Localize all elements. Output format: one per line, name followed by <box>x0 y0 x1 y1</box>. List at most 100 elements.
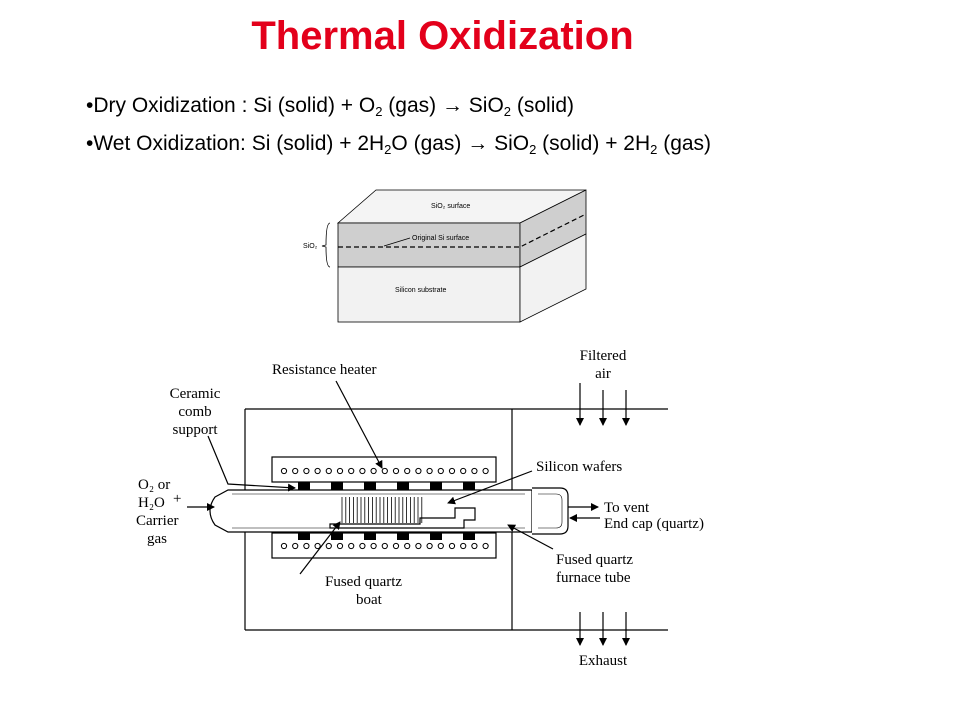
heater-coil <box>314 542 321 550</box>
heater-coil <box>404 542 411 550</box>
fused-quartz-boat <box>329 507 476 529</box>
heater-coil <box>336 542 344 550</box>
heater-coil <box>381 542 388 550</box>
heater-coil <box>336 467 344 475</box>
ceramic-comb-label-3: support <box>173 422 219 438</box>
ceramic-leader <box>207 435 296 492</box>
quartz-boat-label: Fused quartz <box>325 574 402 590</box>
heater-coil <box>437 467 444 475</box>
equation-part: (gas) <box>657 132 712 155</box>
sio2-layer-front <box>337 222 521 268</box>
support-block <box>364 482 376 490</box>
end-cap-label: End cap (quartz) <box>604 516 704 532</box>
support-block <box>397 532 409 540</box>
wafers-leader <box>447 470 533 505</box>
heater-coil <box>280 542 288 550</box>
carrier-gas-label-3: Carrier <box>136 513 178 529</box>
sio2-surface-label: SiO₂ surface <box>431 203 470 210</box>
subscript: 2 <box>529 142 537 157</box>
heater-coil <box>482 542 489 550</box>
support-block <box>331 532 343 540</box>
bullet: • <box>86 132 94 155</box>
equation-part: (gas) <box>382 94 442 117</box>
heater-coil <box>404 467 411 475</box>
carrier-gas-label-2: H₂O <box>138 495 165 511</box>
end-cap-inner <box>538 493 563 529</box>
subscript: 2 <box>384 142 392 157</box>
equation-label: Dry Oxidization : <box>93 94 254 117</box>
equation-part: Si (solid) + O <box>253 94 376 117</box>
heater-coil <box>292 467 299 475</box>
support-block <box>430 482 442 490</box>
support-block <box>397 482 409 490</box>
arrow-icon: → <box>467 132 489 155</box>
heater-coil <box>359 467 366 475</box>
equation-part: Si (solid) + 2H <box>251 132 385 155</box>
boat-leader <box>299 521 341 575</box>
heater-coil-group <box>280 467 489 550</box>
substrate-front <box>337 266 521 323</box>
heater-coil <box>392 542 400 550</box>
silicon-wafer-group <box>341 497 423 523</box>
heater-coil <box>460 542 467 550</box>
heater-coil <box>437 542 444 550</box>
heater-coil <box>303 542 310 550</box>
heater-coil <box>460 467 467 475</box>
heater-coil <box>370 542 377 550</box>
carrier-gas-label: O₂ or <box>138 477 170 493</box>
equation-part: SiO <box>462 94 504 117</box>
heater-coil <box>415 467 422 475</box>
filtered-air-label-2: air <box>595 366 611 382</box>
carrier-gas-plus: + <box>173 491 181 507</box>
support-block <box>331 482 343 490</box>
heater-coil <box>325 542 332 550</box>
heater-coil <box>415 542 422 550</box>
equation-part: O (gas) <box>391 132 468 155</box>
oxidation-block-diagram <box>321 189 587 323</box>
heater-coil <box>280 467 288 475</box>
carrier-gas-label-4: gas <box>147 531 167 547</box>
sio2-brace <box>321 222 331 268</box>
original-si-surface-label: Original Si surface <box>412 235 469 242</box>
ceramic-comb-label: Ceramic <box>170 386 221 402</box>
heater-coil <box>482 467 489 475</box>
original-si-surface-line <box>338 213 587 248</box>
substrate-side <box>519 233 587 323</box>
heater-coil <box>348 467 355 475</box>
quartz-end-cap <box>532 487 569 535</box>
support-block <box>463 482 475 490</box>
resistance-heater-label: Resistance heater <box>272 362 377 378</box>
furnace-tube-label: Fused quartz <box>556 552 633 568</box>
support-block <box>298 482 310 490</box>
heater-coil <box>426 467 433 475</box>
arrow-icon: → <box>441 94 463 117</box>
heater-coil <box>370 467 377 475</box>
furnace-tube-label-2: furnace tube <box>556 570 631 586</box>
heater-coil <box>471 467 478 475</box>
heater-coil <box>348 542 355 550</box>
filtered-air-label: Filtered <box>580 348 627 364</box>
support-block <box>364 532 376 540</box>
furnace-diagram <box>187 380 668 646</box>
heater-coil <box>314 467 321 475</box>
original-surface-leader <box>383 237 411 247</box>
heater-coil <box>448 467 456 475</box>
subscript: 2 <box>650 142 658 157</box>
heater-coil <box>471 542 478 550</box>
ceramic-support-group <box>298 482 475 540</box>
subscript: 2 <box>375 104 383 119</box>
heater-coil <box>292 542 299 550</box>
heater-coil <box>381 467 388 475</box>
support-block <box>430 532 442 540</box>
heater-coil <box>359 542 366 550</box>
quartz-boat-label-2: boat <box>356 592 383 608</box>
support-block <box>463 532 475 540</box>
slide-title: Thermal Oxidization <box>251 14 634 58</box>
silicon-wafers-label: Silicon wafers <box>536 459 622 475</box>
heater-coil <box>303 467 310 475</box>
support-block <box>298 532 310 540</box>
equation-label: Wet Oxidization: <box>93 132 252 155</box>
sio2-side-label: SiO₂ <box>303 243 318 250</box>
exhaust-label: Exhaust <box>579 653 628 669</box>
